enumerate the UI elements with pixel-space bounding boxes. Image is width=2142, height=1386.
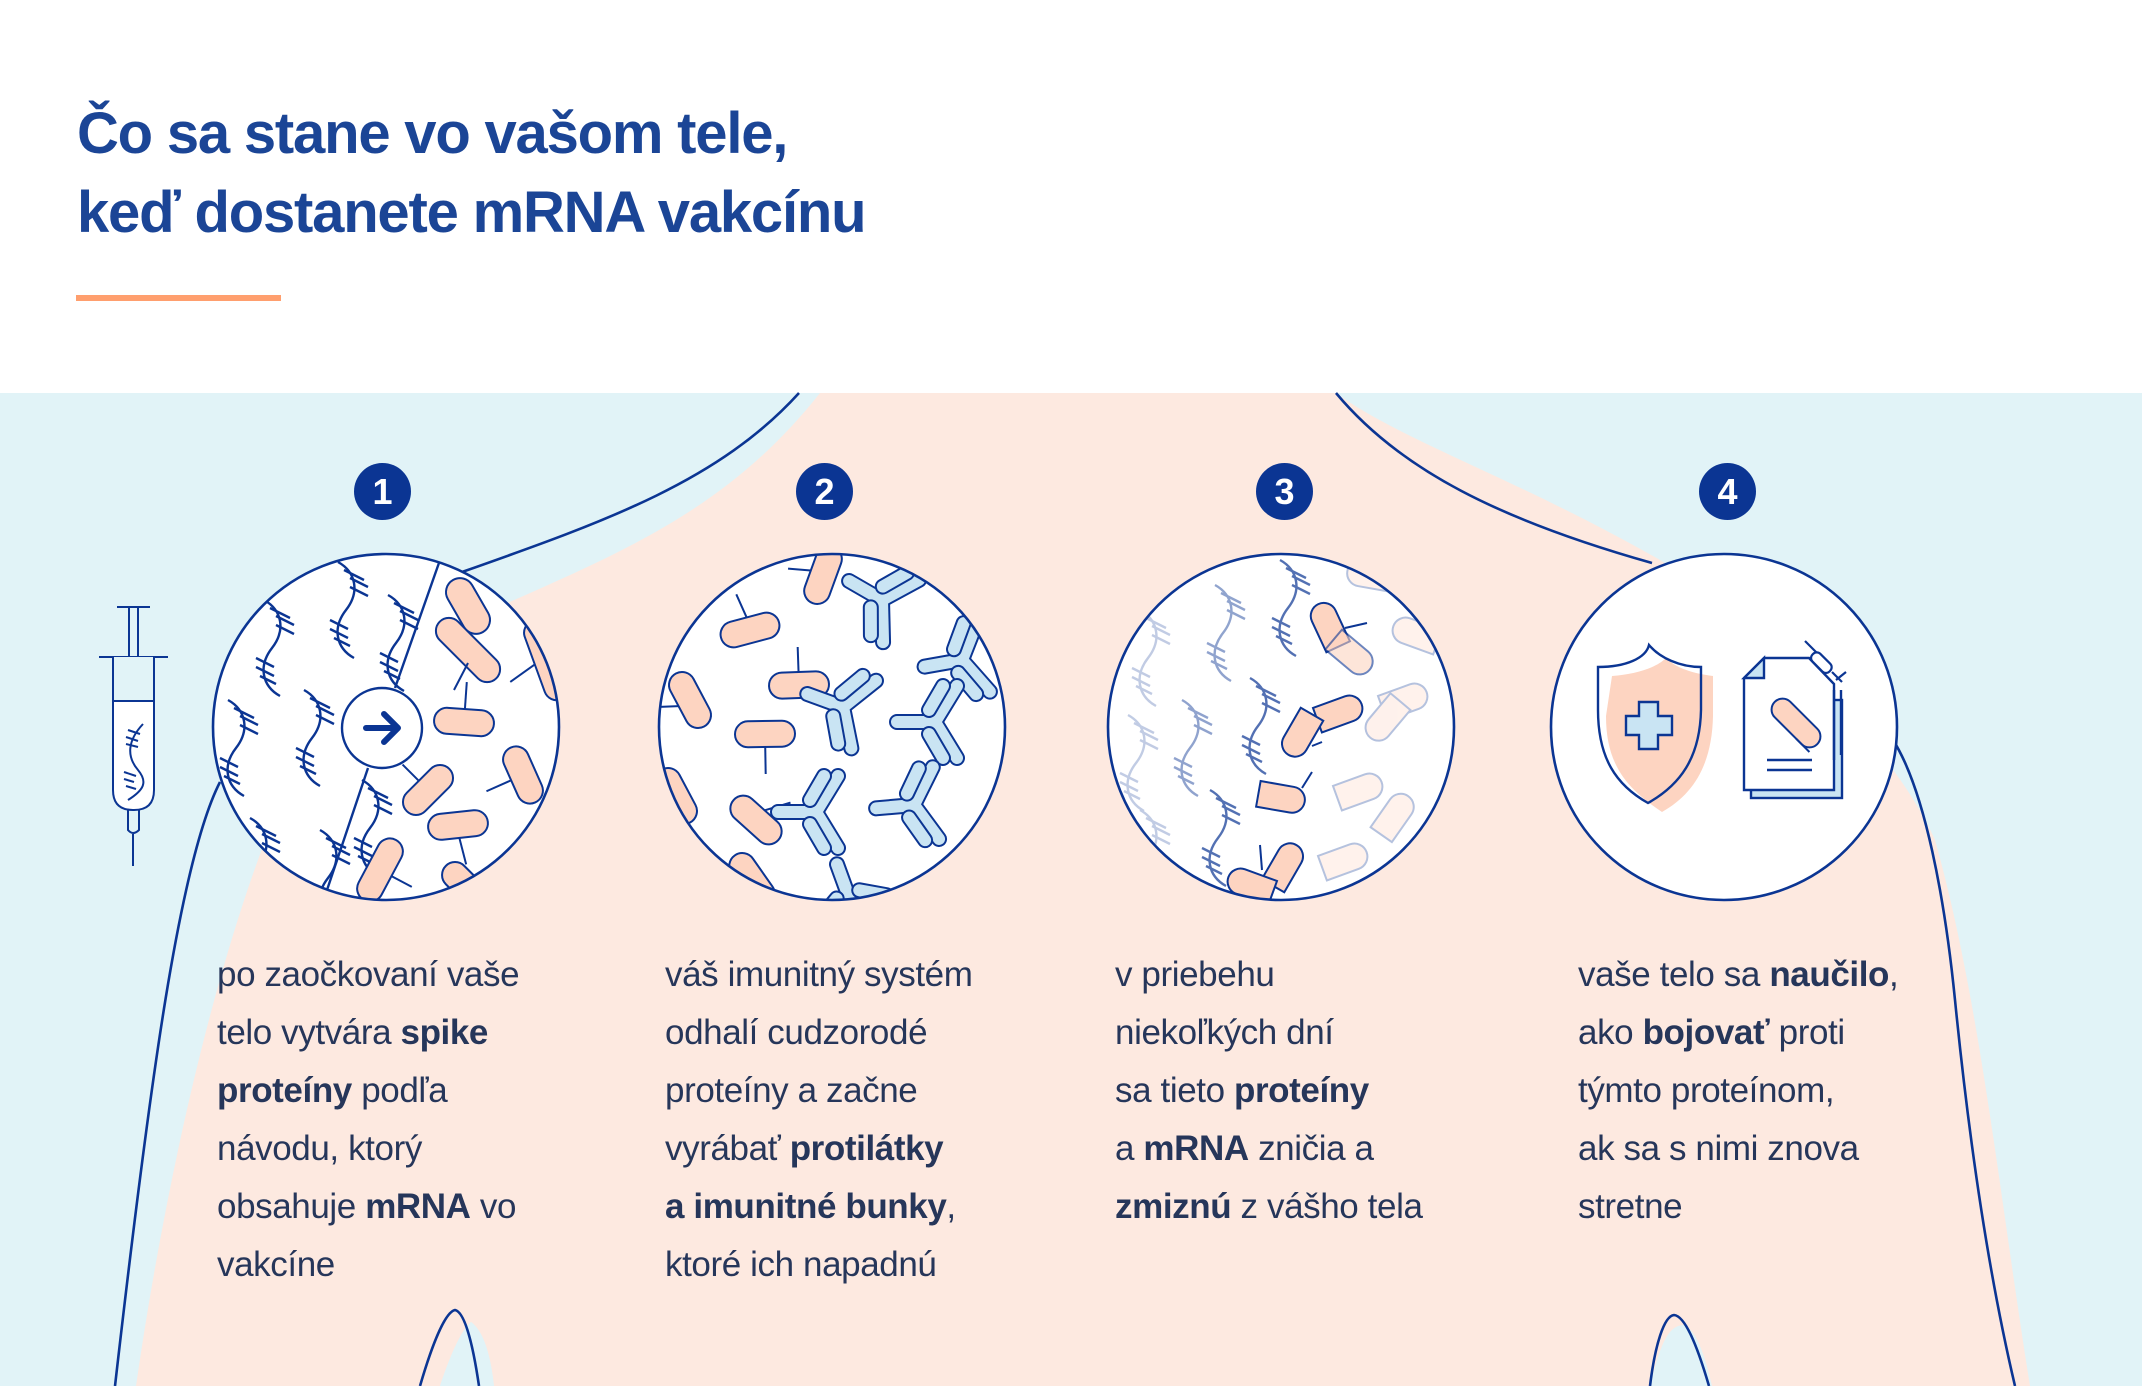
step-3-badge: 3 [1256, 463, 1313, 520]
text: návodu, ktorý [217, 1129, 422, 1168]
description-line: týmto proteínom, [1578, 1062, 1898, 1120]
text: v priebehu [1115, 955, 1275, 994]
description-line: vyrábať protilátky [665, 1120, 973, 1178]
text: telo vytvára [217, 1013, 401, 1052]
text: stretne [1578, 1187, 1683, 1226]
emphasized-text: a imunitné bunky [665, 1187, 947, 1226]
text: z vášho tela [1231, 1187, 1423, 1226]
title-underline-divider [76, 295, 281, 301]
description-line: vakcíne [217, 1236, 519, 1294]
text: obsahuje [217, 1187, 366, 1226]
description-line: proteíny a začne [665, 1062, 973, 1120]
description-line: vaše telo sa naučilo, [1578, 946, 1899, 1004]
emphasized-text: spike [400, 1013, 489, 1052]
step-2-illustration [657, 552, 1007, 902]
description-line: ako bojovať proti [1578, 1004, 1898, 1062]
text: po zaočkovaní vaše [217, 955, 520, 994]
text: sa tieto [1115, 1071, 1234, 1110]
title-line-2: keď dostanete mRNA vakcínu [77, 180, 867, 245]
arrow-right-icon [340, 686, 424, 770]
text: vyrábať [665, 1129, 790, 1168]
text: vo [470, 1187, 517, 1226]
step-2-badge: 2 [796, 463, 853, 520]
page-title: Čo sa stane vo vašom tele, keď dostanete… [77, 94, 867, 252]
text: proteíny a začne [665, 1071, 918, 1110]
text: ak sa s nimi znova [1578, 1129, 1859, 1168]
description-line: po zaočkovaní vaše [217, 946, 520, 1004]
description-line: obsahuje mRNA vo [217, 1178, 519, 1236]
description-line: v priebehu [1115, 946, 1423, 1004]
description-line: a mRNA zničia a [1115, 1120, 1423, 1178]
text: niekoľkých dní [1115, 1013, 1334, 1052]
emphasized-text: mRNA [365, 1187, 471, 1226]
emphasized-text: zmiznú [1115, 1187, 1232, 1226]
vaccination-record-icon [1741, 640, 1847, 800]
description-line: odhalí cudzorodé [665, 1004, 973, 1062]
description-line: zmiznú z vášho tela [1115, 1178, 1423, 1236]
description-line: ktoré ich napadnú [665, 1236, 973, 1294]
step-1-badge: 1 [354, 463, 411, 520]
syringe-with-mrna-icon [99, 606, 168, 866]
emphasized-text: protilátky [789, 1129, 944, 1168]
text: odhalí cudzorodé [665, 1013, 928, 1052]
description-line: váš imunitný systém [665, 946, 973, 1004]
title-line-1: Čo sa stane vo vašom tele, [77, 101, 788, 166]
step-3-description: v priebehu niekoľkých dní sa tieto proteín… [1115, 946, 1423, 1236]
emphasized-text: proteíny [1233, 1071, 1369, 1110]
text: vaše telo sa [1578, 955, 1770, 994]
shield-cross-icon [1596, 642, 1713, 812]
description-line: návodu, ktorý [217, 1120, 519, 1178]
text: a [1115, 1129, 1144, 1168]
text: váš imunitný systém [665, 955, 973, 994]
description-line: stretne [1578, 1178, 1898, 1236]
description-line: telo vytvára spike [217, 1004, 519, 1062]
description-line: niekoľkých dní [1115, 1004, 1423, 1062]
emphasized-text: mRNA [1143, 1129, 1249, 1168]
step-2-description: váš imunitný systém odhalí cudzorodé prote… [665, 946, 973, 1294]
description-line: ak sa s nimi znova [1578, 1120, 1898, 1178]
text: , [1889, 955, 1899, 994]
emphasized-text: bojovať [1642, 1013, 1770, 1052]
description-line: sa tieto proteíny [1115, 1062, 1423, 1120]
text: zničia a [1248, 1129, 1374, 1168]
text: , [946, 1187, 956, 1226]
text: proti [1769, 1013, 1846, 1052]
description-line: proteíny podľa [217, 1062, 519, 1120]
text: ako [1578, 1013, 1643, 1052]
step-4-badge: 4 [1699, 463, 1756, 520]
step-3-illustration [1106, 552, 1456, 902]
step-4-illustration [1549, 552, 1899, 902]
text: vakcíne [217, 1245, 335, 1284]
description-line: a imunitné bunky, [665, 1178, 973, 1236]
emphasized-text: naučilo [1769, 955, 1890, 994]
text: podľa [351, 1071, 448, 1110]
emphasized-text: proteíny [217, 1071, 352, 1110]
text: ktoré ich napadnú [665, 1245, 937, 1284]
text: týmto proteínom, [1578, 1071, 1835, 1110]
